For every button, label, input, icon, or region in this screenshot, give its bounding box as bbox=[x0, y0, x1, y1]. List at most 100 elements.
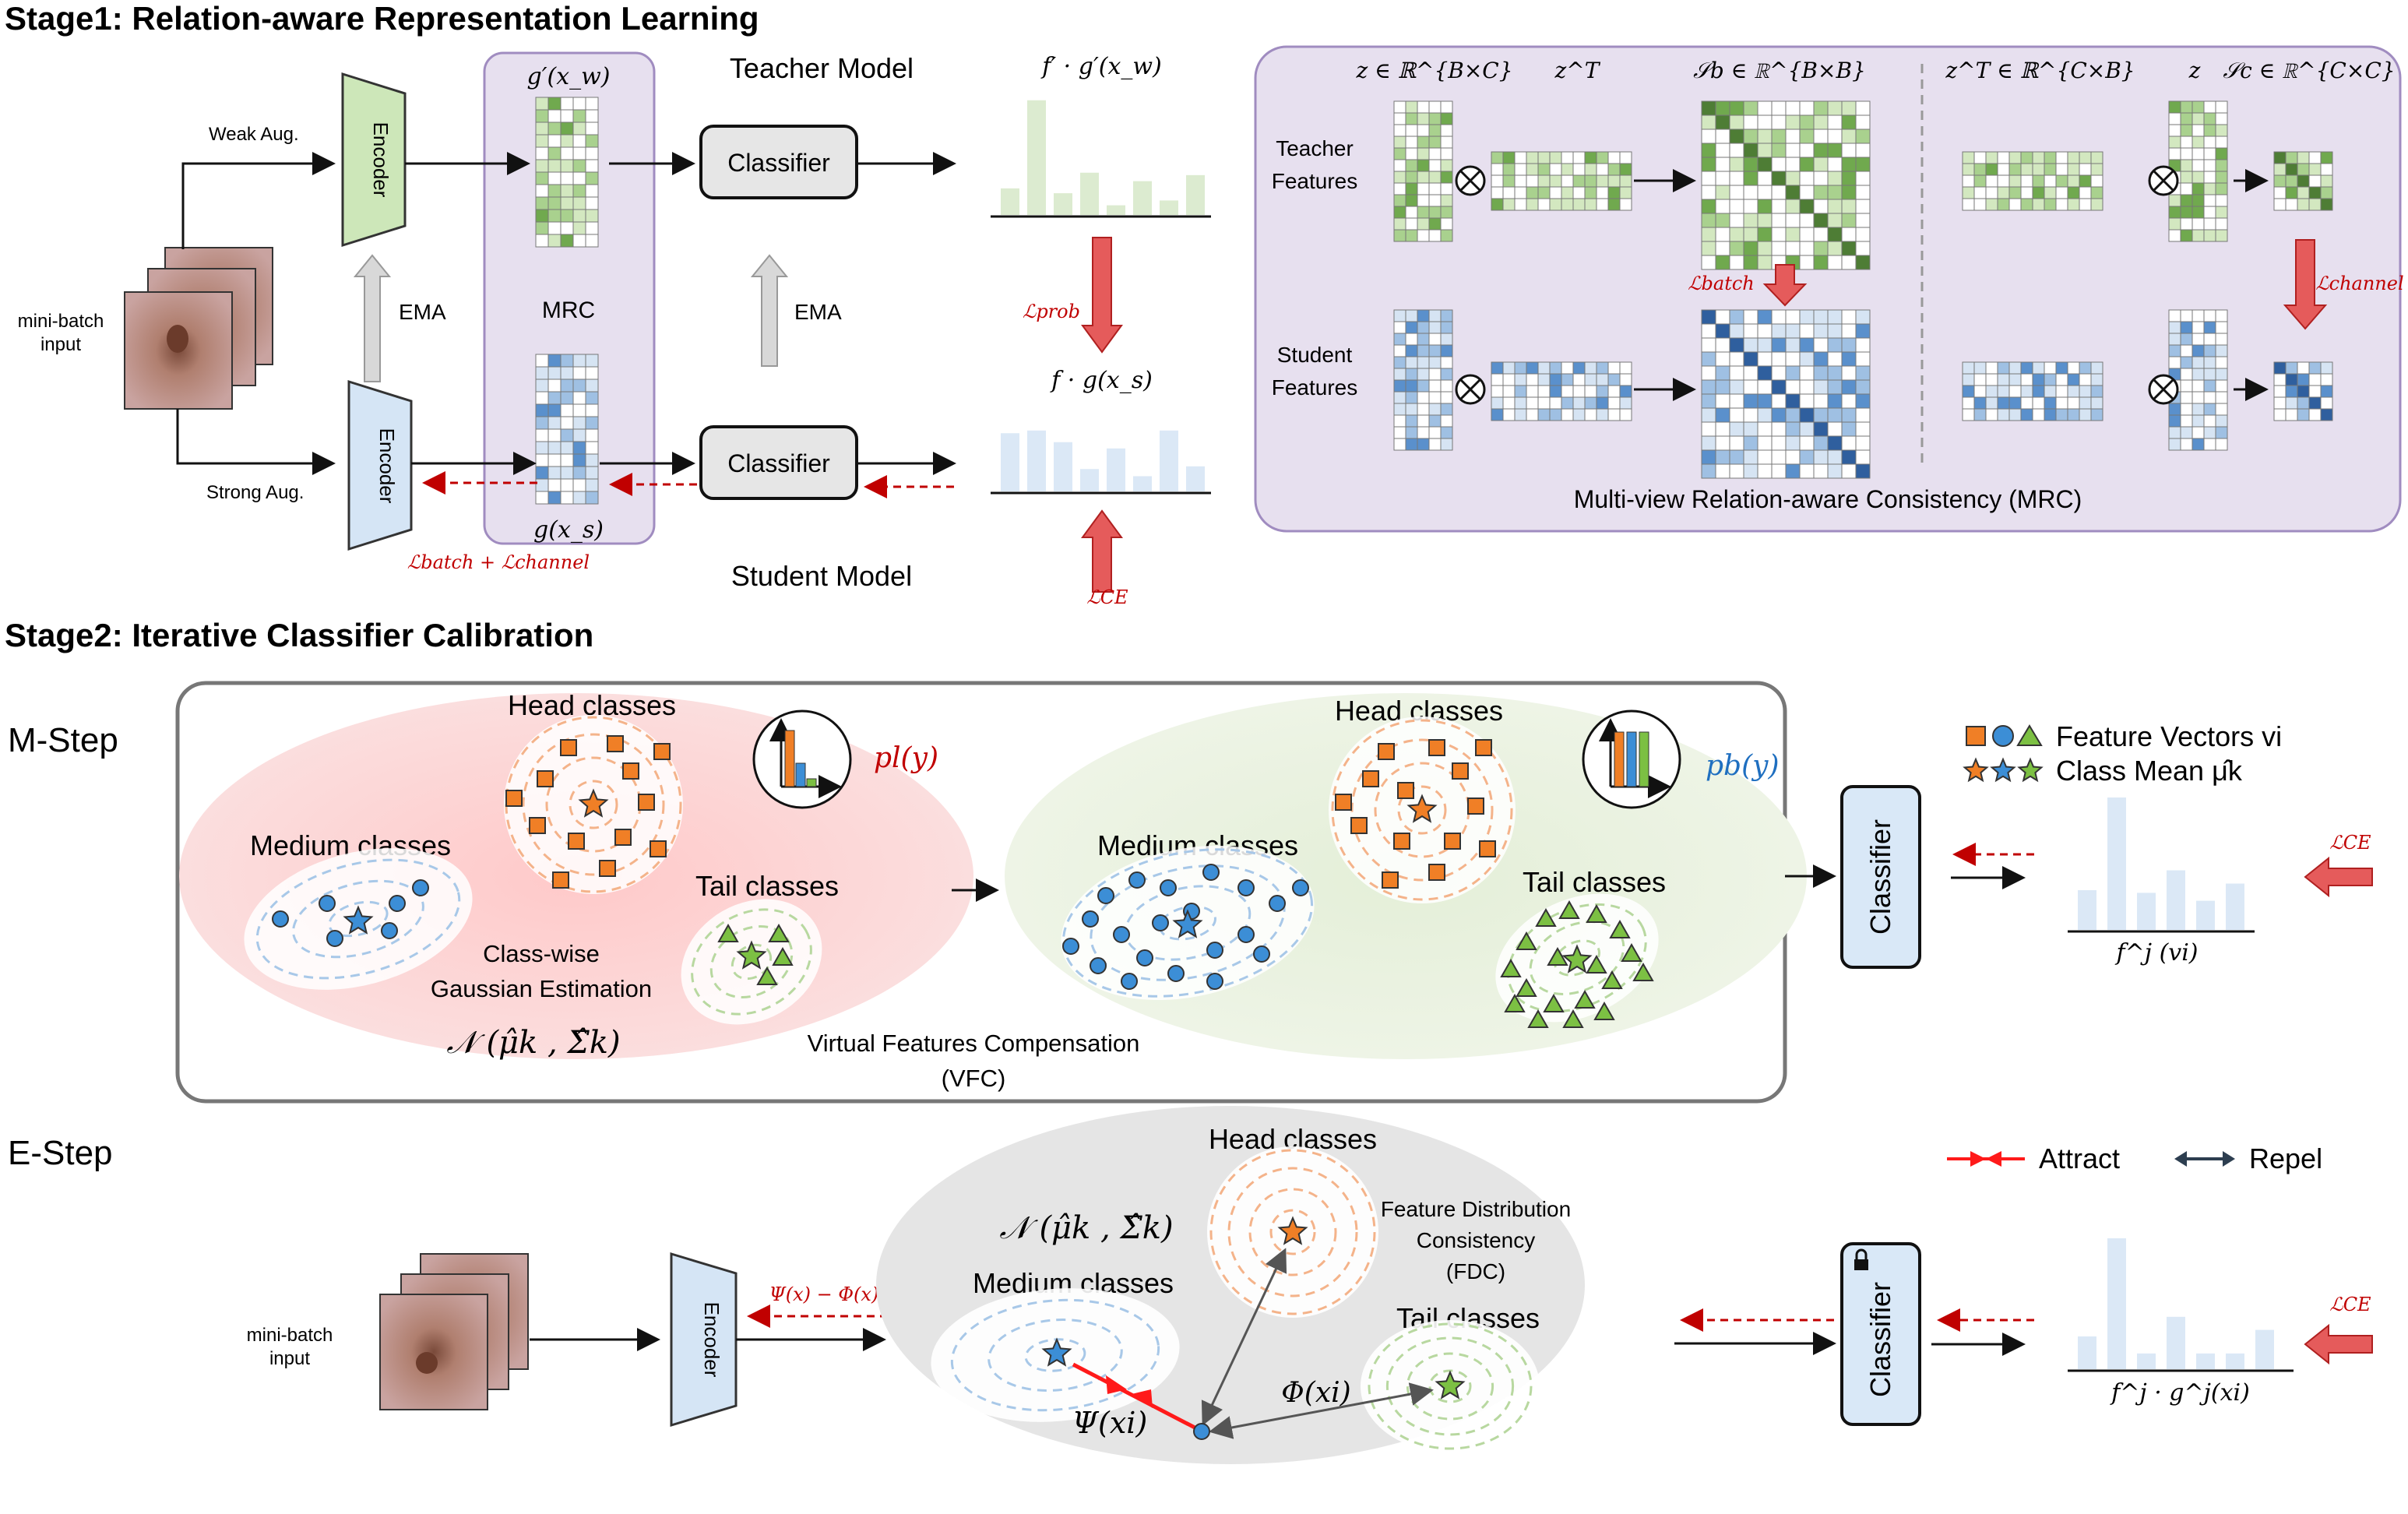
mrc-zt-student-cell bbox=[1572, 396, 1586, 410]
mrc-sb-student-cell bbox=[1785, 379, 1801, 395]
mrc-z-teacher-cell bbox=[1405, 112, 1418, 125]
medium-feature-point bbox=[381, 922, 398, 939]
mrc-zt2-student-cell bbox=[1997, 396, 2010, 410]
teacher-mid-grid-cell bbox=[547, 196, 562, 210]
mrc-z-teacher-cell bbox=[1417, 217, 1430, 231]
head-ring-right bbox=[1397, 785, 1447, 835]
mrc-sc-student-cell bbox=[2297, 373, 2310, 386]
mrc-zt2-student-cell bbox=[2020, 385, 2033, 398]
mrc-z-student-cell bbox=[1393, 414, 1406, 428]
mrc-sb-teacher-cell bbox=[1855, 185, 1871, 200]
head-feature-point-right bbox=[1335, 794, 1352, 811]
mrc-zt2-student-cell bbox=[2090, 385, 2103, 398]
mrc-sb-student-cell bbox=[1799, 365, 1815, 381]
medium-feature-point bbox=[412, 879, 429, 896]
tail-feature-point-right bbox=[1516, 977, 1537, 997]
mrc-zt-teacher-cell bbox=[1537, 174, 1551, 188]
teacher-prob-bar bbox=[1107, 205, 1125, 215]
mrc-sb-teacher-cell bbox=[1785, 185, 1801, 200]
mrc-sb-teacher-cell bbox=[1827, 143, 1843, 158]
mrc-zt-teacher-cell bbox=[1514, 151, 1527, 164]
mrc-sb-student-cell bbox=[1715, 337, 1730, 353]
mrc-sb-student-cell bbox=[1701, 407, 1716, 423]
mrc-caption: Multi-view Relation-aware Consistency (M… bbox=[1574, 485, 2082, 513]
mrc-zt2-student-cell bbox=[2067, 361, 2080, 375]
mrc-sc-teacher-cell bbox=[2273, 151, 2287, 164]
mrc-sb-teacher-cell bbox=[1799, 227, 1815, 242]
mrc-zt-teacher-cell bbox=[1584, 174, 1597, 188]
mrc-sb-student-cell bbox=[1855, 365, 1871, 381]
mrc-sb-teacher-cell bbox=[1799, 157, 1815, 172]
teacher-mid-grid-cell bbox=[547, 146, 562, 160]
student-mid-grid-cell bbox=[535, 441, 549, 455]
mrc-zt2-student-cell bbox=[2055, 373, 2068, 386]
pl-inset bbox=[752, 709, 852, 809]
mrc-zt2-teacher-cell bbox=[2055, 186, 2068, 199]
e-step-bar bbox=[2226, 1353, 2244, 1369]
pl-medium-bar bbox=[795, 762, 806, 787]
mrc-zt2-teacher-cell bbox=[2044, 174, 2057, 188]
mrc-z-teacher-cell bbox=[1428, 100, 1442, 114]
mrc-sb-teacher-cell bbox=[1701, 213, 1716, 228]
mrc-zt2-student-cell bbox=[1973, 373, 1987, 386]
mrc-sb-student-cell bbox=[1757, 365, 1773, 381]
mrc-sb-student-cell bbox=[1701, 379, 1716, 395]
mrc-zt2-teacher-cell bbox=[1985, 151, 1998, 164]
mrc-zt-student-cell bbox=[1619, 373, 1632, 386]
mrc-sc-teacher-cell bbox=[2285, 151, 2298, 164]
mrc-z2-teacher-cell bbox=[2203, 100, 2216, 114]
mrc-sb-teacher-cell bbox=[1743, 129, 1758, 144]
mrc-zt2-teacher-cell bbox=[2008, 151, 2022, 164]
pb-medium-bar bbox=[1626, 731, 1637, 787]
mrc-z-teacher-cell bbox=[1393, 206, 1406, 219]
mrc-sb-student-cell bbox=[1841, 379, 1857, 395]
mrc-zt-student-cell bbox=[1561, 373, 1574, 386]
mrc-sc-student-cell bbox=[2320, 373, 2333, 386]
mrc-zt-teacher-cell bbox=[1549, 174, 1562, 188]
mrc-sb-teacher-cell bbox=[1813, 227, 1829, 242]
mrc-z-teacher-cell bbox=[1440, 194, 1453, 207]
mrc-sb-teacher-cell bbox=[1757, 171, 1773, 186]
mrc-sb-student-cell bbox=[1827, 393, 1843, 409]
medium-feature-point bbox=[272, 910, 289, 928]
head-feature-point bbox=[622, 762, 639, 780]
mrc-sb-teacher-cell bbox=[1701, 255, 1716, 270]
mrc-zt2-student-cell bbox=[2044, 361, 2057, 375]
mrc-z-student-cell bbox=[1393, 333, 1406, 346]
mrc-sb-student-cell bbox=[1827, 365, 1843, 381]
mrc-z-student-cell bbox=[1393, 403, 1406, 416]
mrc-sb-student-cell bbox=[1813, 421, 1829, 437]
mrc-zt-student-cell bbox=[1502, 385, 1516, 398]
mrc-sb-teacher-cell bbox=[1799, 255, 1815, 270]
teacher-mid-grid-cell bbox=[572, 234, 586, 248]
mrc-zt-student-cell bbox=[1537, 361, 1551, 375]
mrc-zt2-student-cell bbox=[2067, 373, 2080, 386]
mrc-z-student-cell bbox=[1405, 356, 1418, 369]
teacher-mid-grid-cell bbox=[572, 146, 586, 160]
mrc-sc-student bbox=[2273, 361, 2333, 421]
teacher-mid-grid-cell bbox=[572, 184, 586, 198]
student-mid-grid-cell bbox=[547, 366, 562, 380]
mrc-sb-student-cell bbox=[1855, 463, 1871, 479]
mrc-sb-teacher-cell bbox=[1715, 171, 1730, 186]
head-feature-point-right bbox=[1397, 782, 1414, 799]
mrc-sc-teacher-cell bbox=[2297, 186, 2310, 199]
mrc-z-student-cell bbox=[1405, 321, 1418, 334]
mrc-z-teacher-cell bbox=[1428, 112, 1442, 125]
mrc-zt-teacher-cell bbox=[1537, 163, 1551, 176]
student-mid-grid-cell bbox=[535, 416, 549, 430]
student-mid-grid-cell bbox=[585, 478, 599, 492]
mrc-sb-student-cell bbox=[1729, 379, 1744, 395]
mrc-z-teacher-cell bbox=[1417, 112, 1430, 125]
mrc-z-student-cell bbox=[1440, 438, 1453, 451]
mrc-zt-student-cell bbox=[1549, 396, 1562, 410]
mrc-zt2-student-cell bbox=[2032, 396, 2045, 410]
mrc-z-student-cell bbox=[1417, 356, 1430, 369]
tail-feature-point-right bbox=[1547, 946, 1568, 966]
tail-feature-point-right bbox=[1586, 903, 1607, 923]
mrc-sb-student-cell bbox=[1785, 365, 1801, 381]
mrc-sb-teacher-cell bbox=[1715, 227, 1730, 242]
student-mid-grid-cell bbox=[585, 441, 599, 455]
mrc-zt-teacher-cell bbox=[1491, 198, 1504, 211]
mrc-z2-teacher-cell bbox=[2203, 171, 2216, 184]
